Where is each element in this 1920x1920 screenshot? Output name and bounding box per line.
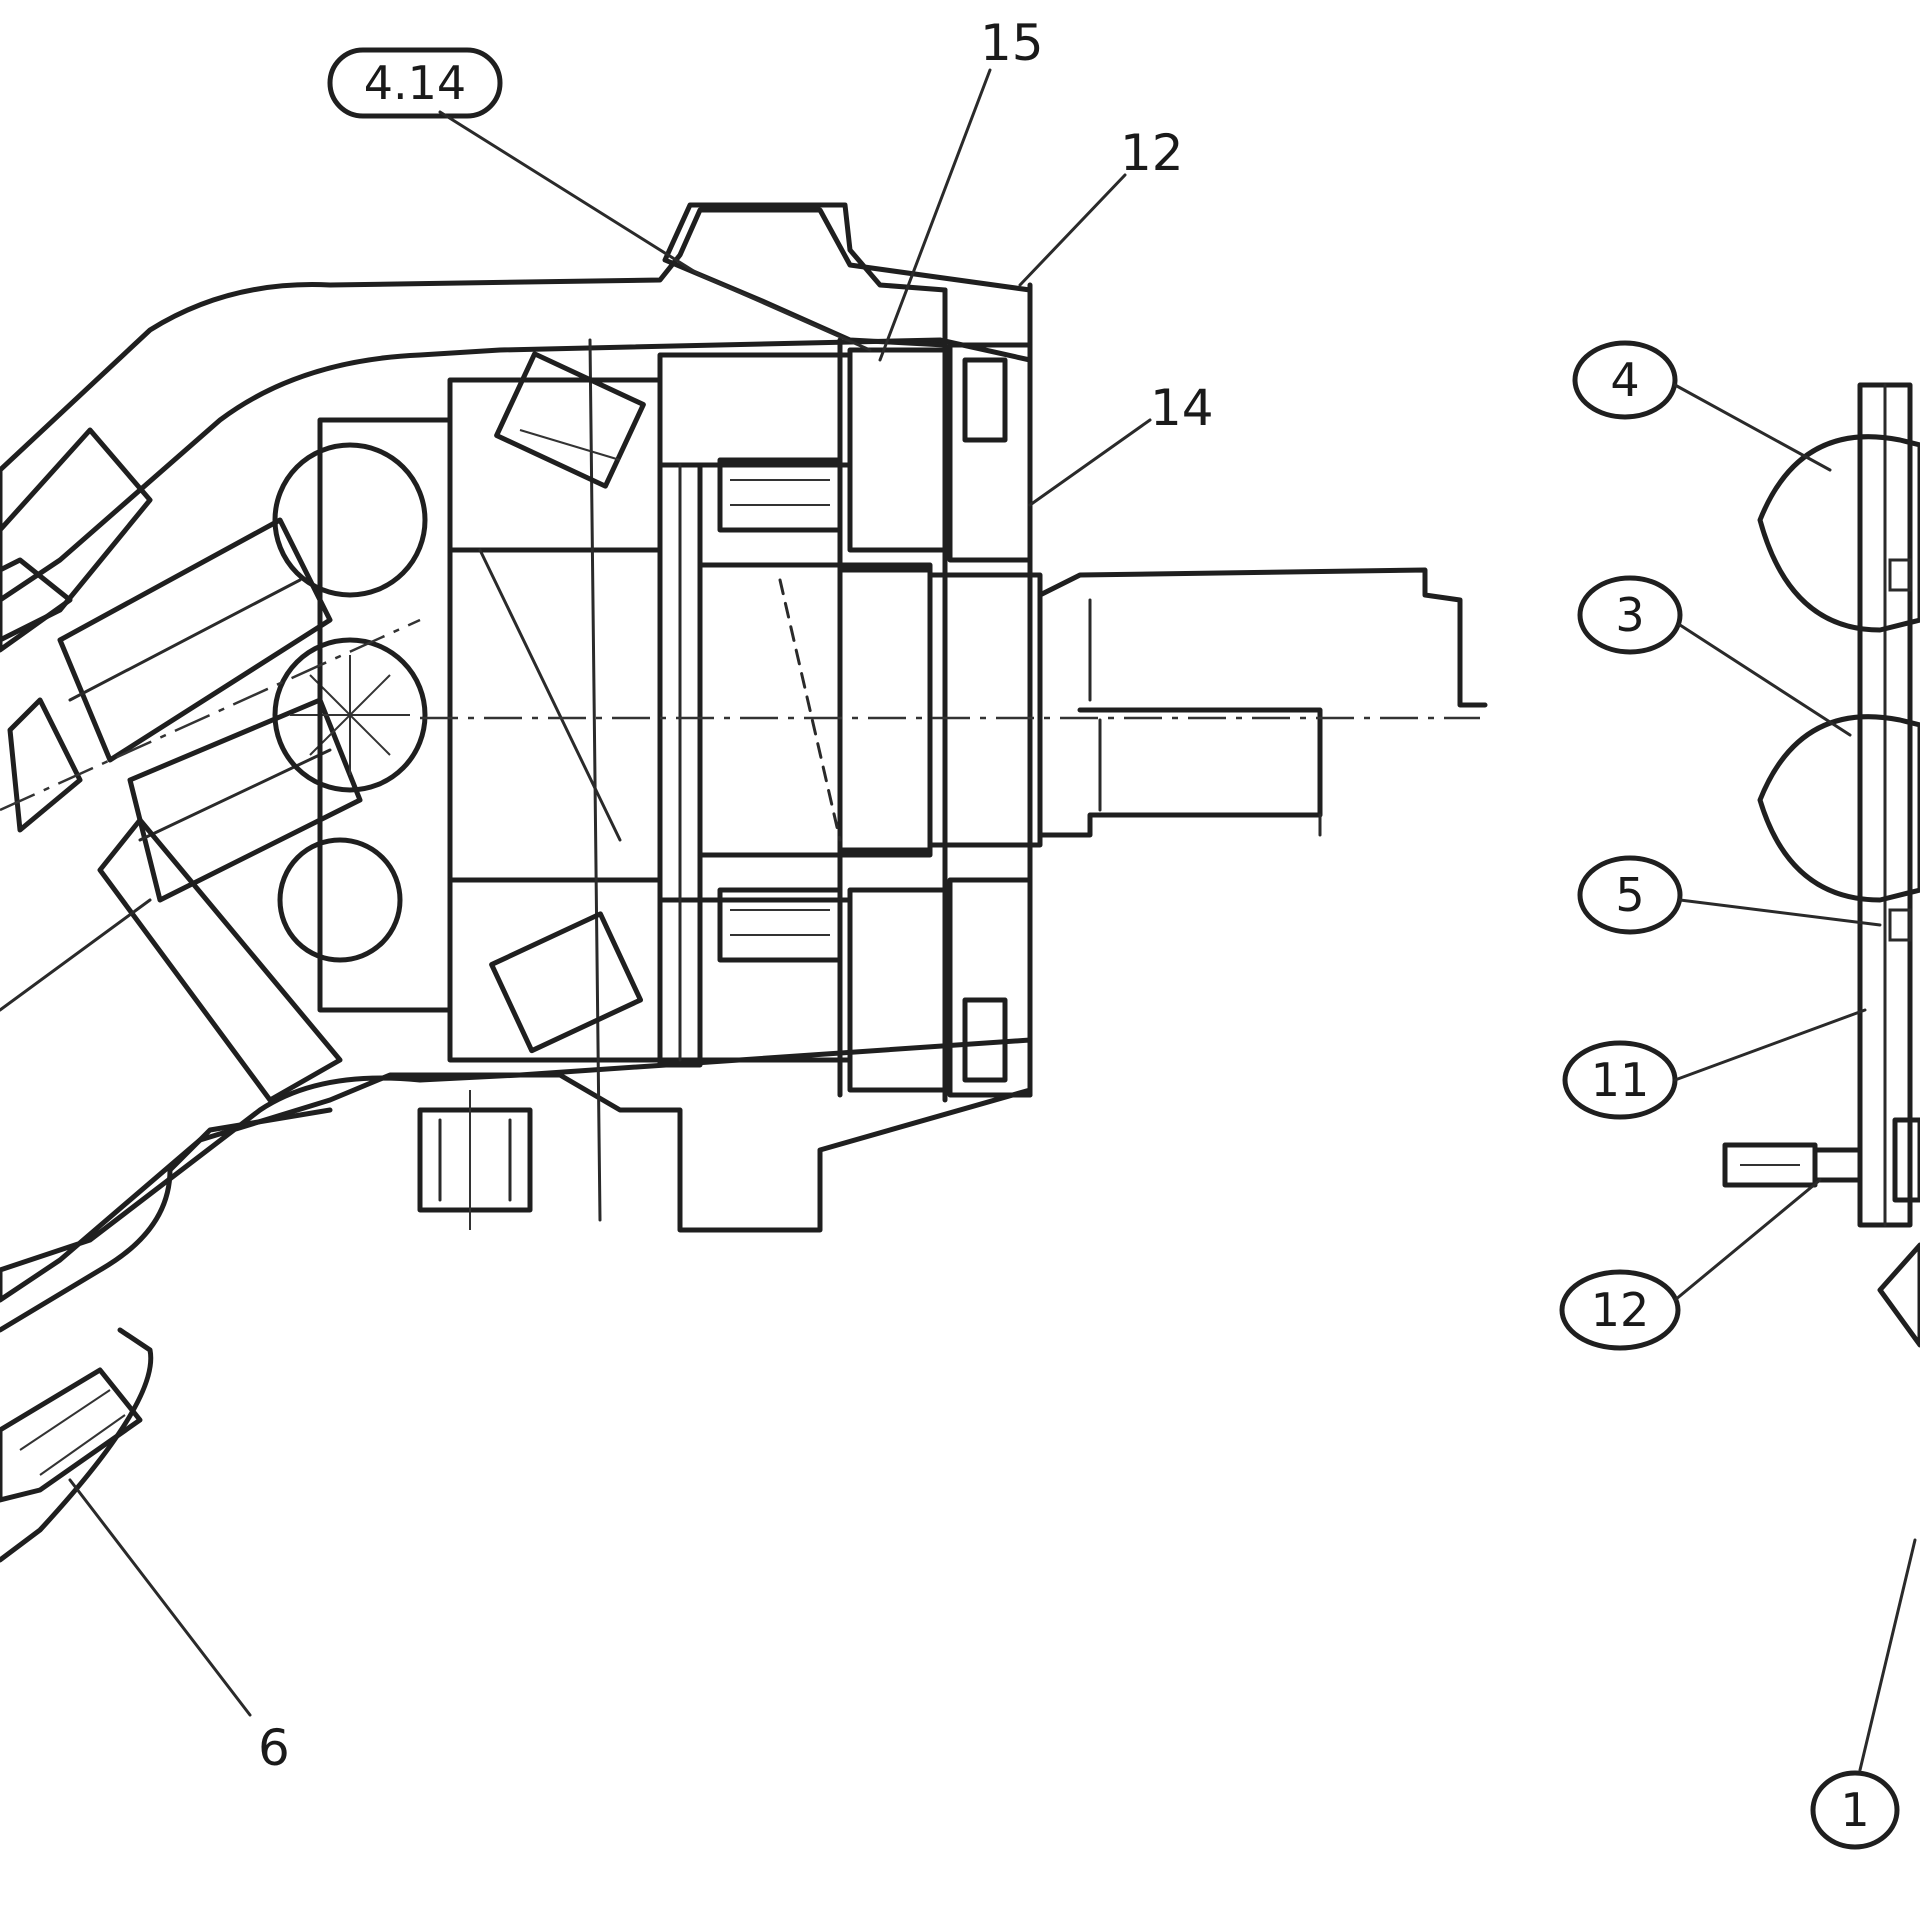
detail-lens-upper bbox=[1757, 434, 1920, 633]
output-shaft bbox=[1037, 567, 1488, 708]
tapered-roller-lower-right bbox=[717, 887, 843, 963]
callout-1: 1 bbox=[1840, 1783, 1869, 1837]
flange-top bbox=[662, 202, 948, 348]
cylinder-barrel bbox=[317, 417, 453, 1013]
callout-3-frame bbox=[1577, 575, 1683, 655]
detail-cone bbox=[1877, 1242, 1920, 1348]
drive-shaft bbox=[0, 562, 1488, 858]
callout-15: 15 bbox=[980, 14, 1044, 72]
housing-upper-wall bbox=[0, 207, 1033, 603]
callout-12-left: 12 bbox=[1120, 124, 1184, 182]
left-callouts: 4.14 15 12 14 6 bbox=[0, 14, 1214, 1777]
detail-lens-lower bbox=[1757, 714, 1920, 903]
callout-12-right: 12 bbox=[1591, 1283, 1650, 1337]
callout-4-frame bbox=[1572, 340, 1678, 420]
detail-view: 4 3 5 11 12 1 bbox=[1559, 340, 1920, 1850]
tapered-roller-upper-right bbox=[717, 457, 843, 533]
piston-ball-lower bbox=[277, 837, 403, 963]
lower-port-block bbox=[417, 1107, 533, 1213]
piston-ball-middle bbox=[272, 637, 428, 793]
callout-12-right-frame bbox=[1559, 1269, 1681, 1351]
callout-14: 14 bbox=[1150, 379, 1214, 437]
callout-6: 6 bbox=[258, 1719, 290, 1777]
housing-lower-wall bbox=[0, 1037, 1033, 1303]
piston-ball-upper bbox=[272, 442, 428, 598]
callout-1-frame bbox=[1810, 1770, 1900, 1850]
cylinder-block bbox=[0, 338, 663, 1222]
callout-4: 4 bbox=[1610, 353, 1639, 407]
callout-5: 5 bbox=[1615, 868, 1644, 922]
angled-port-body bbox=[0, 427, 153, 643]
tapered-roller-upper-left bbox=[494, 351, 646, 489]
tapered-roller-lower-left bbox=[489, 911, 644, 1054]
shaft-collar bbox=[927, 572, 1043, 848]
callout-3: 3 bbox=[1615, 588, 1644, 642]
callout-5-frame bbox=[1577, 855, 1683, 935]
callout-4-14-frame bbox=[327, 47, 503, 119]
lower-bolt bbox=[0, 1367, 143, 1503]
callout-4-14: 4.14 bbox=[364, 56, 466, 110]
bearings bbox=[417, 342, 1033, 1230]
callout-11: 11 bbox=[1591, 1053, 1650, 1107]
